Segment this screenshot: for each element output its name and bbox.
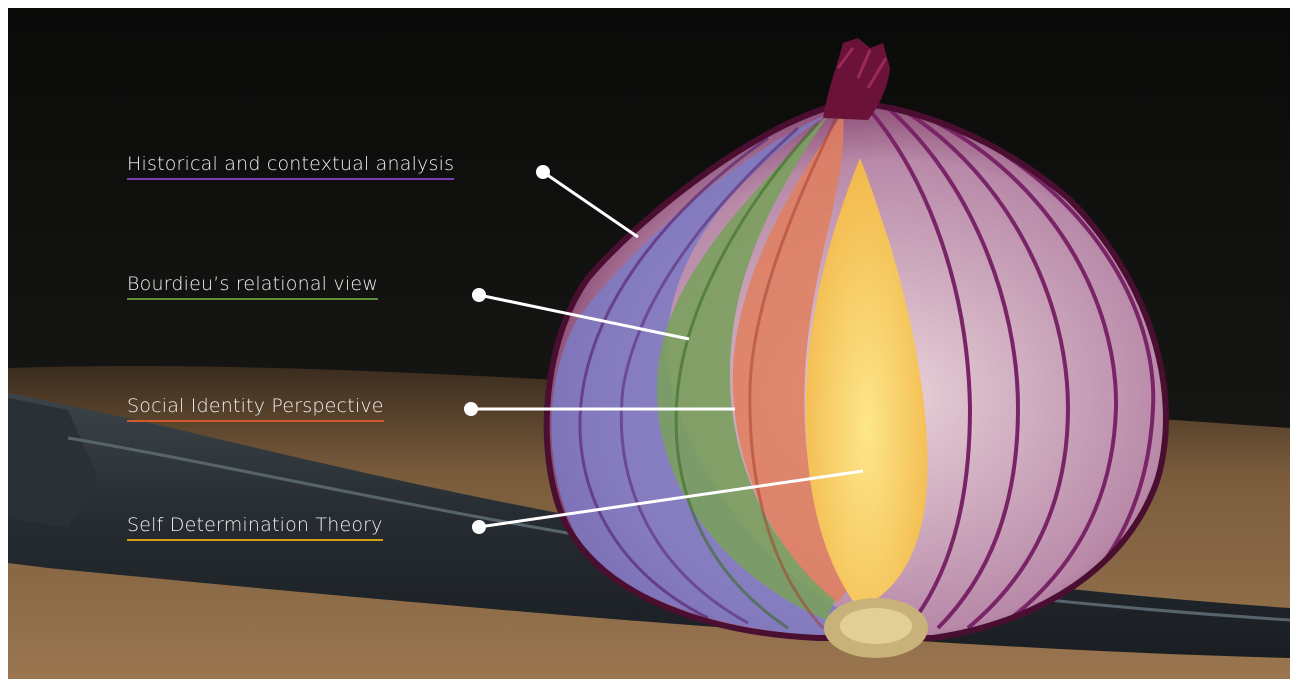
connector-dot-self: [472, 520, 486, 534]
label-bourdieu-relational-view: Bourdieu’s relational view: [127, 272, 378, 300]
onion-illustration: [8, 8, 1290, 679]
label-social-identity-perspective: Social Identity Perspective: [127, 394, 384, 422]
label-historical-analysis: Historical and contextual analysis: [127, 152, 454, 180]
slide: Historical and contextual analysis Bourd…: [8, 8, 1290, 679]
connector-dot-historical: [536, 165, 550, 179]
connector-dot-bourdieu: [472, 288, 486, 302]
label-self-determination-theory: Self Determination Theory: [127, 513, 383, 541]
connector-dot-social: [464, 402, 478, 416]
